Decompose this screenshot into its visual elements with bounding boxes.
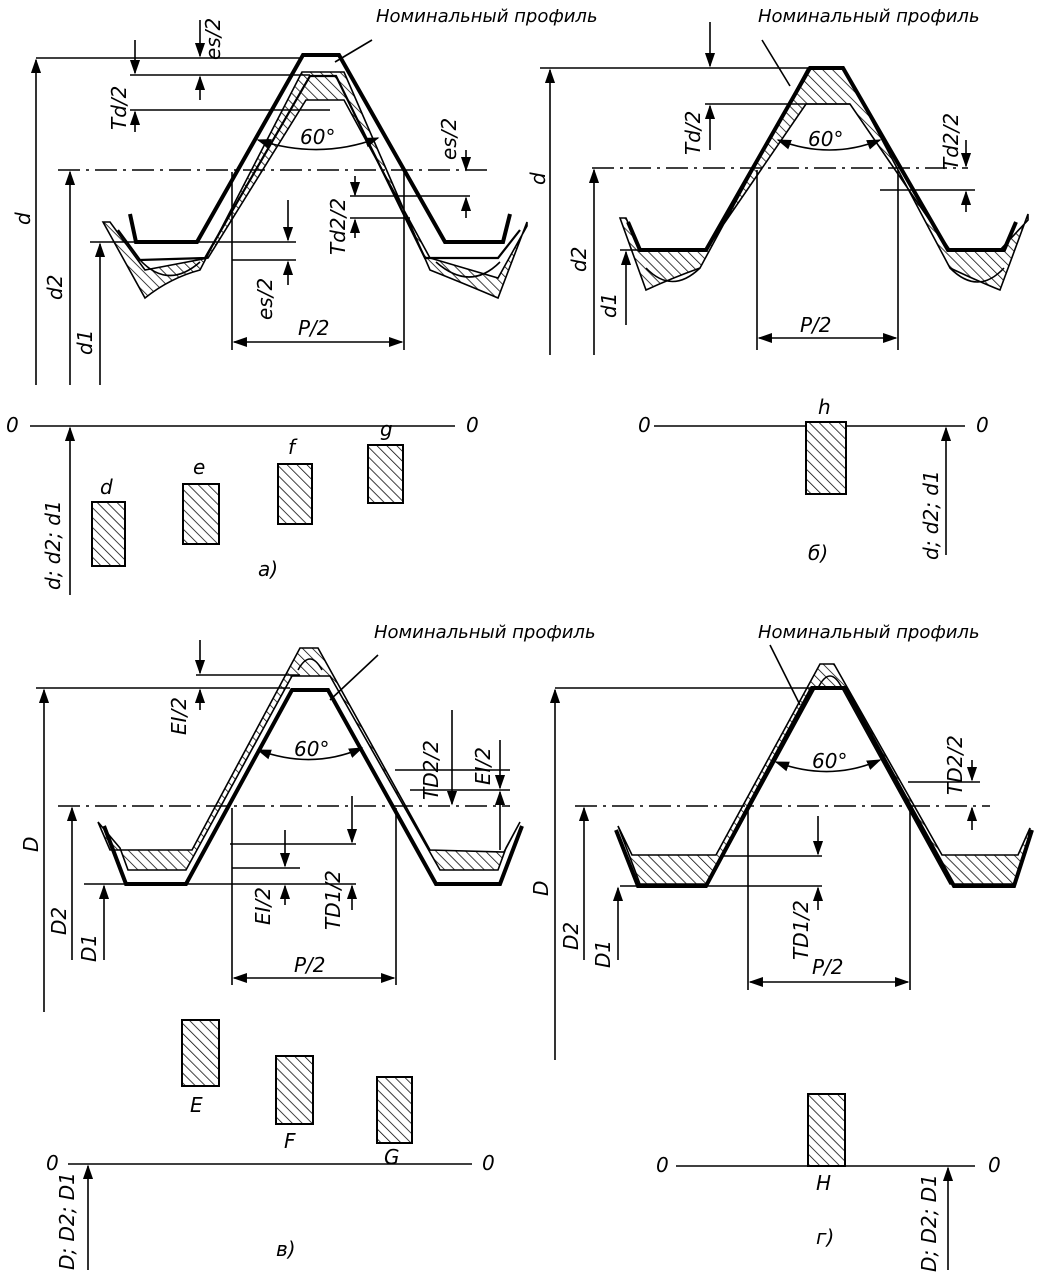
field-e-label: e: [193, 455, 205, 479]
zero-right-a: 0: [466, 413, 479, 437]
axis-label-v: D; D2; D1: [55, 1172, 79, 1270]
zero-left-a: 0: [6, 413, 19, 437]
label-D2-v: D2: [47, 907, 71, 935]
crest-arc-v: [297, 658, 323, 671]
field-h-bar: [805, 421, 847, 495]
field-f-bar: [277, 463, 313, 525]
field-g-bar: [367, 444, 404, 504]
field-G-bar: [376, 1076, 413, 1144]
leader-nominal-v: [329, 654, 379, 701]
root-arc-b-left: [645, 267, 701, 283]
angle-arc-b: [776, 139, 882, 151]
label-D-g: D: [529, 881, 553, 896]
zero-right-v: 0: [482, 1151, 495, 1175]
label-ei-right-v: EI/2: [471, 747, 495, 785]
nominal-label-v: Номинальный профиль: [374, 622, 596, 643]
angle-label-a: 60°: [300, 125, 335, 149]
label-D2-g: D2: [559, 922, 583, 950]
label-es-right-a: es/2: [437, 118, 461, 160]
field-F-label: F: [284, 1129, 296, 1153]
label-td1-g: TD1/2: [789, 900, 813, 960]
field-g-label: g: [380, 417, 393, 441]
angle-label-g: 60°: [812, 749, 847, 773]
root-arc-b-right: [949, 267, 1005, 283]
panel-b: 60° Номинальный профиль Td/2 Td2/2 P/2 d…: [526, 6, 1029, 565]
label-pitch-a: P/2: [298, 316, 330, 340]
tolerance-zone-b: [618, 67, 1029, 292]
label-es-top-a: es/2: [201, 18, 225, 60]
field-E-label: E: [190, 1093, 203, 1117]
label-D-v: D: [19, 837, 43, 852]
nominal-label-g: Номинальный профиль: [758, 622, 980, 643]
tolerance-zone-v: [97, 647, 521, 871]
panel-a: 60° Номинальный профиль es/2 Td/2: [6, 6, 598, 595]
label-td1-v: TD1/2: [321, 870, 345, 930]
nominal-label-b: Номинальный профиль: [758, 6, 980, 27]
field-H-bar: [807, 1093, 846, 1167]
angle-arc-v: [256, 747, 364, 761]
label-td2-b: Td2/2: [939, 113, 963, 170]
field-d-bar: [91, 501, 126, 567]
label-pitch-v: P/2: [294, 953, 326, 977]
axis-label-b: d; d2; d1: [919, 470, 943, 560]
tolerance-zone-g: [617, 663, 1031, 885]
label-d1-b: d1: [597, 293, 621, 318]
tolerance-zone-a: [101, 71, 528, 300]
field-f-label: f: [288, 435, 298, 459]
label-pitch-b: P/2: [800, 313, 832, 337]
crest-arc-g: [817, 675, 843, 689]
zero-left-v: 0: [46, 1151, 59, 1175]
nominal-label-a: Номинальный профиль: [376, 6, 598, 27]
angle-label-v: 60°: [294, 737, 329, 761]
caption-v: в): [276, 1237, 296, 1261]
angle-label-b: 60°: [808, 127, 843, 151]
leader-nominal-a: [334, 39, 373, 63]
label-d2-a: d2: [43, 275, 67, 300]
label-d2-b: d2: [567, 247, 591, 272]
label-td-b: Td/2: [681, 111, 705, 155]
field-E-bar: [181, 1019, 220, 1087]
axis-label-a: d; d2; d1: [41, 500, 65, 590]
label-D1-v: D1: [77, 934, 101, 962]
root-arc-a-right: [435, 261, 501, 278]
label-pitch-g: P/2: [812, 955, 844, 979]
label-td2-v: TD2/2: [419, 740, 443, 800]
zero-right-g: 0: [988, 1153, 1001, 1177]
actual-profile-a: [117, 74, 521, 262]
label-td2-a: Td2/2: [326, 198, 350, 255]
zero-left-b: 0: [638, 413, 651, 437]
field-h-label: h: [818, 395, 831, 419]
label-td2-g: TD2/2: [943, 735, 967, 795]
caption-a: а): [258, 557, 278, 581]
label-D1-g: D1: [591, 940, 615, 968]
zero-left-g: 0: [656, 1153, 669, 1177]
caption-g: г): [816, 1225, 834, 1249]
field-H-label: H: [816, 1171, 831, 1195]
field-F-bar: [275, 1055, 314, 1125]
panel-g: 60° Номинальный профиль TD2/2 TD1/2 P/2 …: [529, 622, 1034, 1272]
zero-right-b: 0: [976, 413, 989, 437]
angle-arc-a: [256, 137, 380, 151]
axis-label-g: D; D2; D1: [917, 1174, 941, 1272]
leader-nominal-g: [769, 644, 801, 706]
label-d-a: d: [11, 212, 35, 225]
leader-nominal-b: [761, 39, 791, 87]
label-d-b: d: [526, 172, 550, 185]
label-ei-bot-v: EI/2: [251, 887, 275, 925]
caption-b: б): [808, 541, 828, 565]
label-es-bot-a: es/2: [253, 278, 277, 320]
field-G-label: G: [384, 1145, 400, 1169]
field-e-bar: [182, 483, 220, 545]
angle-arc-g: [774, 759, 882, 773]
label-d1-a: d1: [73, 330, 97, 355]
field-d-label: d: [100, 475, 113, 499]
panel-v: 60° Номинальный профиль EI/2 TD2/2 EI/2 …: [19, 622, 596, 1270]
label-ei-top-v: EI/2: [167, 697, 191, 735]
label-td-a: Td/2: [107, 86, 131, 130]
root-arc-a-left: [139, 259, 201, 277]
